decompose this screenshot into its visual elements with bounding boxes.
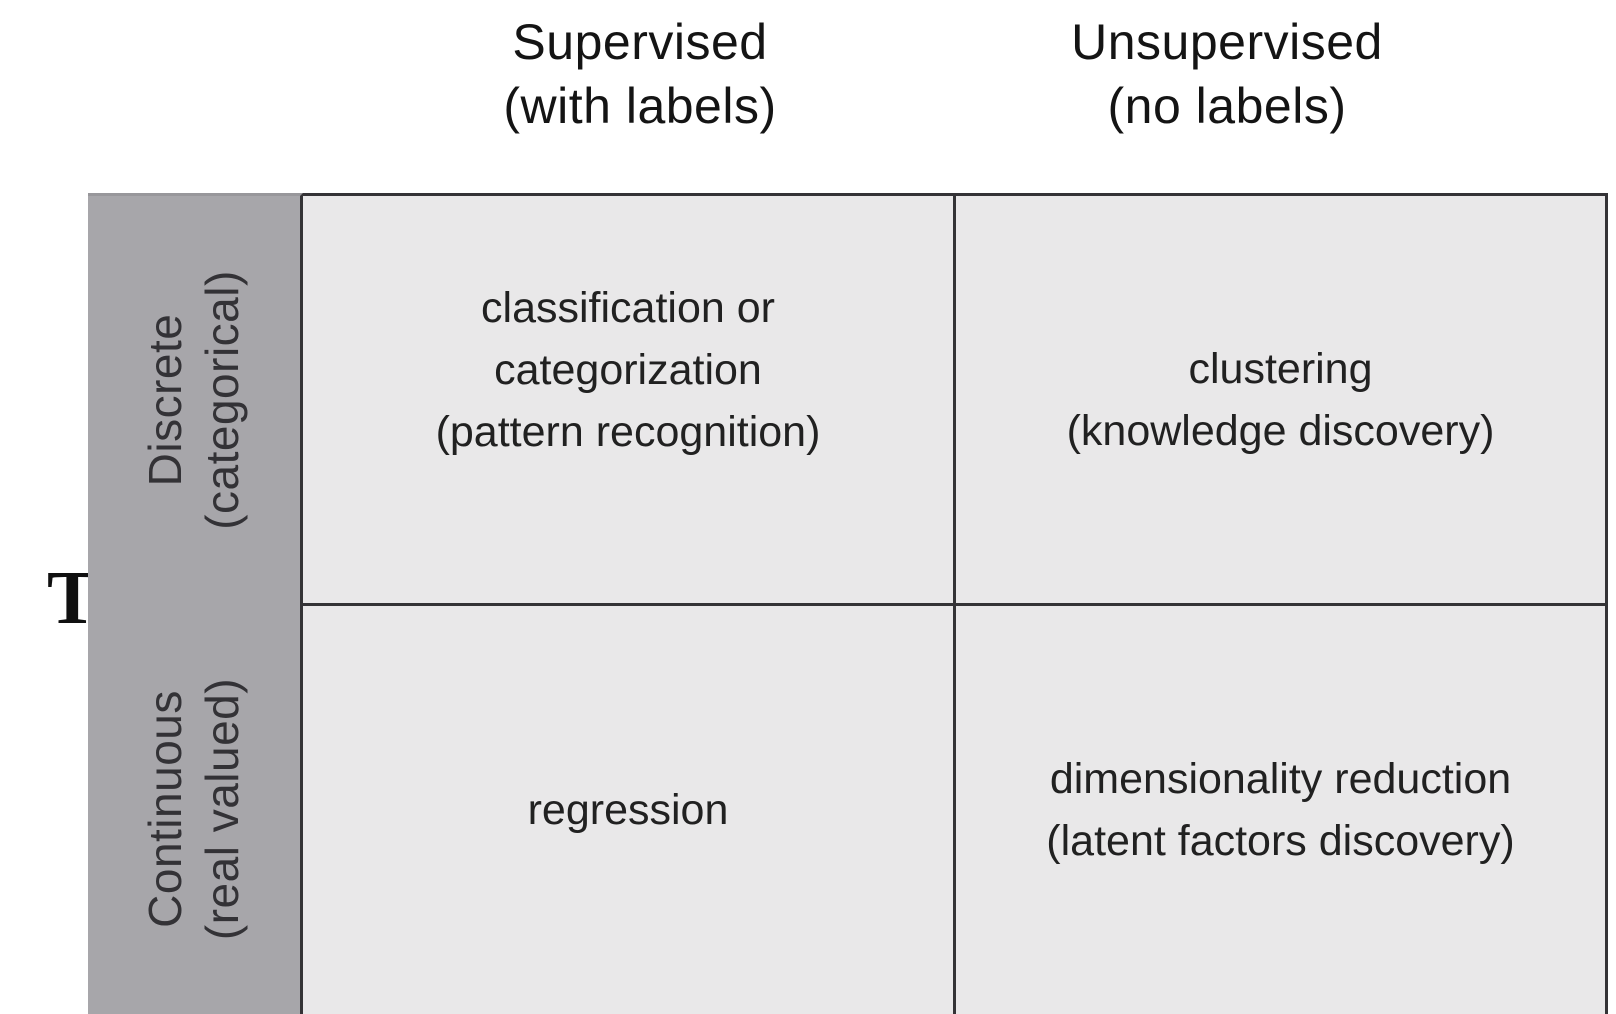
row-header-continuous-label: Continuous (real valued) <box>137 677 251 939</box>
cell-regression: regression <box>303 606 956 1014</box>
cell-dimensionality-reduction: dimensionality reduction (latent factors… <box>956 606 1605 1014</box>
row-header-continuous-title: Continuous <box>139 689 191 928</box>
row-header-discrete: Discrete (categorical) <box>88 196 300 603</box>
matrix-cells: classification or categorization (patter… <box>303 193 1608 1014</box>
row-header-continuous-subtitle: (real valued) <box>196 677 248 940</box>
cell-classification: classification or categorization (patter… <box>303 196 956 606</box>
cell-clustering-line-2: (knowledge discovery) <box>1066 406 1495 455</box>
row-header-band: Discrete (categorical) Continuous (real … <box>88 193 303 1014</box>
matrix-table: Discrete (categorical) Continuous (real … <box>88 193 1608 1014</box>
column-header-unsupervised: Unsupervised (no labels) <box>901 10 1553 138</box>
cell-dimensionality-reduction-line-1: dimensionality reduction <box>1049 755 1512 803</box>
cell-clustering: clustering (knowledge discovery) <box>956 196 1605 606</box>
cell-clustering-line-1: clustering <box>1188 344 1373 393</box>
cell-classification-line-3: (pattern recognition) <box>435 407 821 456</box>
column-header-unsupervised-subtitle: (no labels) <box>1107 78 1347 134</box>
cell-classification-line-1: classification or <box>481 283 775 332</box>
cell-regression-line-1: regression <box>527 786 729 834</box>
cell-dimensionality-reduction-line-2: (latent factors discovery) <box>1046 817 1515 865</box>
row-header-continuous: Continuous (real valued) <box>88 603 300 1014</box>
row-header-discrete-label: Discrete (categorical) <box>137 270 251 530</box>
column-header-supervised: Supervised (with labels) <box>314 10 966 138</box>
row-header-discrete-title: Discrete <box>139 313 191 486</box>
column-header-unsupervised-title: Unsupervised <box>1071 14 1383 70</box>
cell-classification-line-2: categorization <box>494 345 762 394</box>
row-header-discrete-subtitle: (categorical) <box>196 269 248 530</box>
column-header-supervised-title: Supervised <box>512 14 768 70</box>
column-header-supervised-subtitle: (with labels) <box>503 78 777 134</box>
